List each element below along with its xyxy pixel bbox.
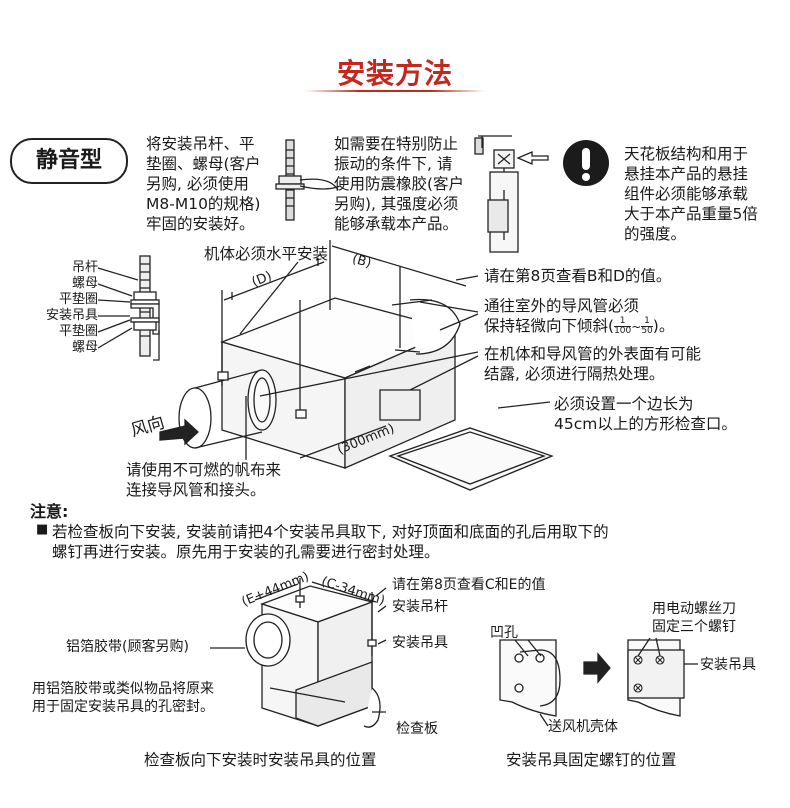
fraction-num: 1 bbox=[641, 317, 653, 327]
callout-canvas: 请使用不可燃的帆布来 连接导风管和接头。 bbox=[126, 460, 281, 500]
threaded-rod-detail bbox=[275, 139, 341, 221]
slope-tilde: ~ bbox=[631, 320, 642, 334]
fan-unit-main bbox=[178, 240, 551, 469]
callout-bd: 请在第8页查看B和D的值。 bbox=[484, 267, 672, 285]
right-arrow bbox=[583, 652, 611, 684]
label-nut: 螺母 bbox=[71, 340, 98, 355]
caption-right: 安装吊具固定螺钉的位置 bbox=[506, 751, 677, 769]
label-install-rod: 安装吊杆 bbox=[392, 599, 448, 615]
caption-left: 检查板向下安装时安装吊具的位置 bbox=[144, 751, 377, 769]
label-hanger-right: 安装吊具 bbox=[700, 657, 756, 673]
hanger-after-detail bbox=[627, 637, 698, 717]
page-title: 安装方法 bbox=[336, 57, 453, 90]
fraction-den: 50 bbox=[641, 326, 653, 336]
callout-inspect-line: 45cm以上的方形检查口。 bbox=[554, 415, 737, 433]
vibration-note-line: 另购), 其强度必须 bbox=[334, 195, 459, 213]
level-label: 机体必须水平安装 bbox=[204, 245, 329, 263]
panel-down-unit bbox=[210, 578, 387, 728]
ceiling-note-line: 的强度。 bbox=[624, 225, 687, 243]
callout-ce: 请在第8页查看C和E的值 bbox=[392, 577, 546, 593]
callout-inspect: 必须设置一个边长为 45cm以上的方形检查口。 bbox=[554, 394, 737, 434]
callout-condense: 在机体和导风管的外表面有可能 结露, 必须进行隔热处理。 bbox=[484, 344, 701, 384]
notice-text: 若检查板向下安装, 安装前请把4个安装吊具取下, 对好顶面和底面的孔后用取下的 … bbox=[52, 522, 782, 562]
hanger-labels-lower: 平垫圈 安装吊具 平垫圈 螺母 bbox=[40, 292, 98, 356]
callout-condense-line: 在机体和导风管的外表面有可能 bbox=[484, 345, 702, 363]
label-fan-shell: 送风机壳体 bbox=[548, 719, 618, 735]
callout-duct-line: 通往室外的导风管必须 bbox=[484, 297, 640, 315]
label-seal: 用铝箔胶带或类似物品将原来 用于固定安装吊具的孔密封。 bbox=[32, 680, 214, 716]
notice-bullet: ■ bbox=[36, 522, 49, 537]
slope-close: )。 bbox=[652, 317, 675, 335]
callout-canvas-line: 请使用不可燃的帆布来 bbox=[126, 461, 282, 479]
rod-note-line: 另购, 必须使用 bbox=[146, 175, 249, 193]
ceiling-note: 天花板结构和用于 悬挂本产品的悬挂 组件必须能够承载 大于本产品重量5倍 的强度… bbox=[624, 144, 758, 244]
label-nut: 螺母 bbox=[71, 276, 98, 291]
rod-note-line: M8-M10的规格) bbox=[146, 195, 261, 213]
notice-line: 若检查板向下安装, 安装前请把4个安装吊具取下, 对好顶面和底面的孔后用取下的 bbox=[52, 523, 609, 541]
callout-canvas-line: 连接导风管和接头。 bbox=[126, 481, 266, 499]
inspection-opening bbox=[388, 427, 554, 491]
ceiling-note-line: 组件必须能够承载 bbox=[624, 185, 749, 203]
rod-note-line: 垫圈、螺母(客户 bbox=[146, 155, 261, 173]
label-washer: 平垫圈 bbox=[58, 324, 98, 339]
ceiling-note-line: 天花板结构和用于 bbox=[624, 145, 749, 163]
fraction-den: 100 bbox=[614, 326, 632, 336]
label-screwdriver: 用电动螺丝刀 固定三个螺钉 bbox=[652, 600, 736, 636]
label-hanger: 安装吊具 bbox=[45, 308, 98, 323]
label-screwdriver-line: 固定三个螺钉 bbox=[652, 619, 736, 635]
label-rod: 吊杆 bbox=[71, 260, 98, 275]
title-underline bbox=[305, 90, 485, 92]
label-seal-line: 用于固定安装吊具的孔密封。 bbox=[32, 699, 214, 715]
vibration-note: 如需要在特别防止 振动的条件下, 请 使用防震橡胶(客户 另购), 其强度必须 … bbox=[334, 134, 464, 234]
ceiling-note-line: 大于本产品重量5倍 bbox=[624, 205, 758, 223]
slope-text: 保持轻微向下倾斜( bbox=[484, 317, 615, 335]
label-seal-line: 用铝箔胶带或类似物品将原来 bbox=[32, 681, 214, 697]
vibration-note-line: 振动的条件下, 请 bbox=[334, 155, 453, 173]
rod-note: 将安装吊杆、平 垫圈、螺母(客户 另购, 必须使用 M8-M10的规格) 牢固的… bbox=[146, 134, 261, 234]
label-inspection-panel: 检查板 bbox=[396, 721, 438, 737]
model-badge: 静音型 bbox=[10, 138, 128, 184]
warning-icon bbox=[563, 140, 609, 186]
notice-line: 螺钉再进行安装。原先用于安装的孔需要进行密封处理。 bbox=[52, 543, 440, 561]
vibration-note-line: 如需要在特别防止 bbox=[334, 135, 459, 153]
hanger-labels: 吊杆 螺母 bbox=[62, 260, 98, 292]
vibration-note-line: 能够承载本产品。 bbox=[334, 215, 459, 233]
rod-note-line: 牢固的安装好。 bbox=[146, 215, 255, 233]
hanger-detail bbox=[97, 255, 160, 361]
label-screwdriver-line: 用电动螺丝刀 bbox=[652, 601, 736, 617]
notice-head: 注意: bbox=[30, 502, 69, 521]
wind-arrow bbox=[159, 418, 199, 446]
vibration-note-line: 使用防震橡胶(客户 bbox=[334, 175, 465, 193]
rod-note-line: 将安装吊杆、平 bbox=[146, 135, 255, 153]
hanger-before-detail bbox=[499, 639, 561, 727]
label-washer: 平垫圈 bbox=[58, 292, 98, 307]
label-foil-tape: 铝箔胶带(顾客另购) bbox=[66, 639, 189, 655]
fraction-num: 1 bbox=[614, 317, 632, 327]
label-install-hanger: 安装吊具 bbox=[392, 635, 448, 651]
label-recess: 凹孔 bbox=[490, 625, 518, 641]
vibration-detail bbox=[474, 135, 549, 253]
callout-condense-line: 结露, 必须进行隔热处理。 bbox=[484, 365, 665, 383]
callout-inspect-line: 必须设置一个边长为 bbox=[554, 395, 694, 413]
ceiling-note-line: 悬挂本产品的悬挂 bbox=[624, 165, 749, 183]
